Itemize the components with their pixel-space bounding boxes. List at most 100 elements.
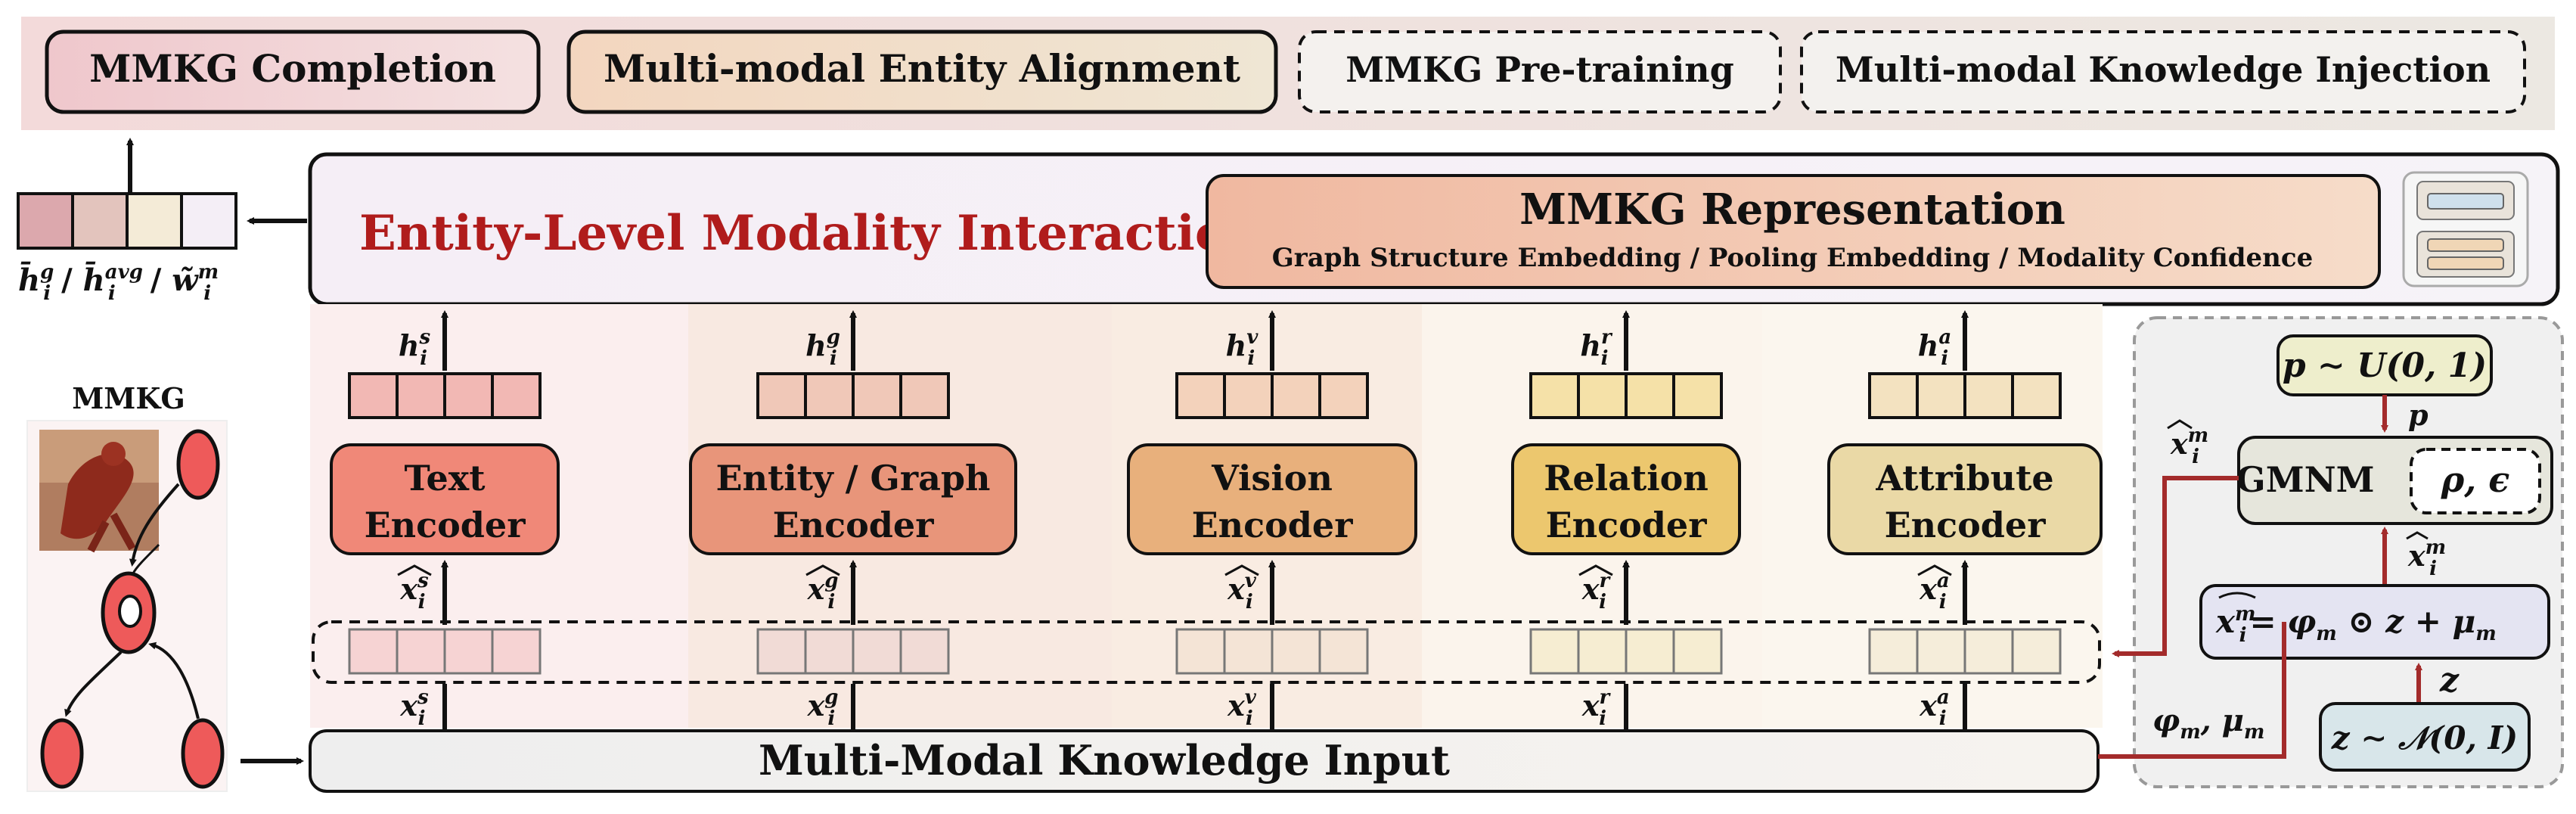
projected-input-label-hat (1578, 564, 1613, 576)
output-embedding-cell (852, 372, 902, 419)
xm-left-hat (2167, 419, 2193, 430)
encoder-label-line2: Encoder (365, 505, 526, 545)
projected-input-label-hat (805, 564, 840, 576)
xm-hat-over (2406, 531, 2429, 540)
projection-cell (2011, 628, 2062, 675)
svg-text:z ∼ 𝒩(0, I): z ∼ 𝒩(0, I) (2331, 719, 2518, 757)
projection-cell (1318, 628, 1369, 675)
interaction-title: Entity-Level Modality Interaction (359, 205, 1262, 262)
output-embedding-cell (1672, 372, 1723, 419)
encoder-label-line1: Attribute (1875, 458, 2053, 499)
projection-cell (1529, 628, 1580, 675)
gmnm-label: GMNM (2236, 459, 2374, 500)
output-embedding-cell (899, 372, 950, 419)
svg-text:p ∼ U(0, 1): p ∼ U(0, 1) (2283, 346, 2487, 385)
projection-cell (1271, 628, 1321, 675)
output-embedding-cell (443, 372, 494, 419)
representation-title: MMKG Representation (1519, 185, 2065, 235)
mmkg-graph: MMKG (26, 381, 228, 792)
output-embedding-cell (1223, 372, 1274, 419)
projection-cell (756, 628, 807, 675)
output-embedding-cell (1625, 372, 1675, 419)
output-embedding-cell (2011, 372, 2062, 419)
projection-cell (1625, 628, 1675, 675)
transformer-block-icon (2402, 171, 2529, 287)
knowledge-input-bar[interactable]: Multi-Modal Knowledge Input (309, 729, 2100, 793)
projection-cell (1223, 628, 1274, 675)
output-embedding-cell (1529, 372, 1580, 419)
representation-box: MMKG Representation Graph Structure Embe… (1206, 174, 2381, 289)
gmnm-params: ρ, ϵ (2441, 459, 2510, 500)
encoder-label-line1: Text (405, 458, 486, 499)
output-embedding-cell (1318, 372, 1369, 419)
projected-input-label-hat (1224, 564, 1259, 576)
task-completion-label: MMKG Completion (89, 46, 496, 91)
encoder-label-line1: Vision (1211, 458, 1333, 499)
task-band: MMKG Completion Multi-modal Entity Align… (21, 17, 2555, 130)
encoder-label-line2: Encoder (1192, 505, 1354, 545)
task-mmkg-completion[interactable]: MMKG Completion (45, 30, 541, 114)
encoder-label-line1: Entity / Graph (716, 458, 991, 499)
task-injection-label: Multi-modal Knowledge Injection (1836, 49, 2491, 90)
interaction-panel: Entity-Level Modality Interaction MMKG R… (308, 152, 2560, 306)
encoder-label-line2: Encoder (1546, 505, 1708, 545)
output-embedding-cell (1577, 372, 1628, 419)
output-embedding-cell (756, 372, 807, 419)
projection-bar (312, 620, 2101, 684)
task-entity-alignment[interactable]: Multi-modal Entity Alignment (566, 30, 1278, 114)
entity-image (39, 430, 159, 553)
encoder-label-line1: Relation (1544, 458, 1709, 499)
svg-text:xmi: xmi (2170, 424, 2208, 468)
projected-input-label-hat (1917, 564, 1952, 576)
output-label-hg: h̄ (18, 263, 40, 298)
output-embedding-cell (491, 372, 542, 419)
z-distribution-box: z ∼ 𝒩(0, I) (2319, 702, 2531, 772)
svg-text:xmi: xmi (2407, 536, 2446, 580)
p-distribution-box: p ∼ U(0, 1) (2277, 334, 2493, 396)
encoder-label-line2: Encoder (1885, 505, 2047, 545)
projection-cell (1577, 628, 1628, 675)
task-knowledge-injection[interactable]: Multi-modal Knowledge Injection (1800, 30, 2526, 113)
input-to-reparam-arrow (2098, 622, 2286, 759)
projection-cell (852, 628, 902, 675)
projection-cell (1175, 628, 1226, 675)
representation-subtitle: Graph Structure Embedding / Pooling Embe… (1272, 243, 2313, 273)
output-embedding-cell (348, 372, 399, 419)
projection-cell (348, 628, 399, 675)
output-label-havg: h̄ (83, 263, 105, 298)
svg-text:p: p (2408, 398, 2429, 432)
projection-cell (491, 628, 542, 675)
projected-input-label-hat (397, 564, 432, 576)
output-embedding-cell (1963, 372, 2014, 419)
task-mmkg-pretraining[interactable]: MMKG Pre-training (1298, 30, 1782, 113)
output-embedding-cell (1175, 372, 1226, 419)
svg-text:xmi= φm ⊙ z + μm: xmi= φm ⊙ z + μm (2215, 603, 2497, 647)
task-alignment-label: Multi-modal Entity Alignment (604, 46, 1240, 91)
projection-cell (804, 628, 855, 675)
projection-cell (1672, 628, 1723, 675)
output-vector (17, 192, 237, 250)
projection-cell (1868, 628, 1919, 675)
svg-text:z: z (2439, 661, 2460, 700)
